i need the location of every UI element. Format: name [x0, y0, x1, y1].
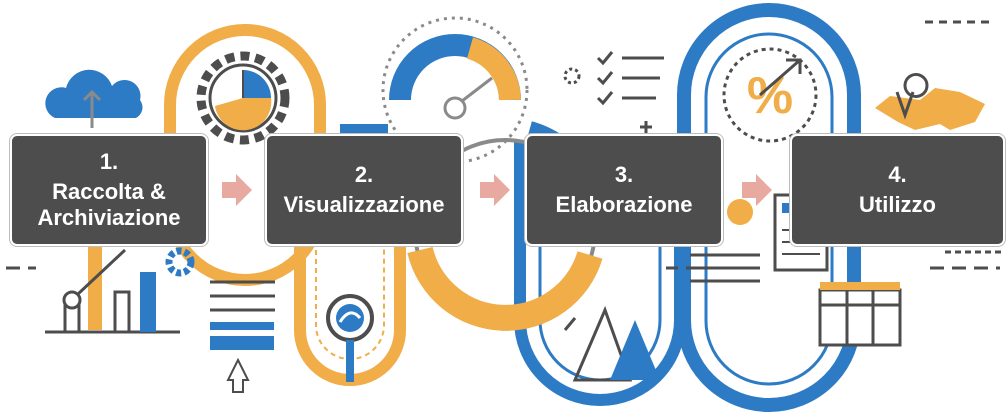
cloud-upload-icon: [45, 69, 143, 128]
decorative-dashes: [6, 20, 1005, 270]
blue-loop-middle: [514, 140, 686, 406]
step-1-label-line-2: Archiviazione: [37, 205, 181, 230]
cursor-icon: [226, 357, 250, 393]
magnifier-icon: [326, 294, 374, 382]
step-2-box: 2. Visualizzazione: [265, 134, 463, 246]
arrow-right-icon: [222, 174, 252, 206]
percent-icon: %: [722, 47, 818, 143]
document-list-icon: [210, 280, 275, 350]
world-map-pin-icon: [875, 73, 985, 130]
arrow-right-icon: [742, 174, 772, 206]
step-3-box: 3. Elaborazione: [525, 134, 723, 246]
checklist-icon: [563, 51, 664, 106]
step-2-label: Visualizzazione: [283, 192, 445, 217]
step-2-number: 2.: [354, 162, 374, 187]
bar-chart-icon: [45, 248, 180, 334]
table-icon: [818, 282, 902, 347]
svg-text:%: %: [747, 67, 793, 125]
step-4-label: Utilizzo: [859, 192, 936, 217]
arrow-right-icon: [480, 174, 510, 206]
step-3-label: Elaborazione: [555, 192, 693, 217]
gear-icon: [165, 247, 195, 277]
step-1-box: 1. Raccolta & Archiviazione: [10, 134, 208, 246]
step-4-box: 4. Utilizzo: [790, 134, 1005, 246]
step-1-number: 1.: [99, 149, 119, 174]
step-1-label-line-1: Raccolta &: [52, 179, 166, 204]
donut-orange-segment: [407, 246, 603, 331]
mountain-chart-icon: [563, 305, 660, 382]
step-4-number: 4.: [888, 162, 907, 187]
step-3-number: 3.: [614, 162, 634, 187]
gear-pie-chart-icon: [196, 51, 290, 145]
